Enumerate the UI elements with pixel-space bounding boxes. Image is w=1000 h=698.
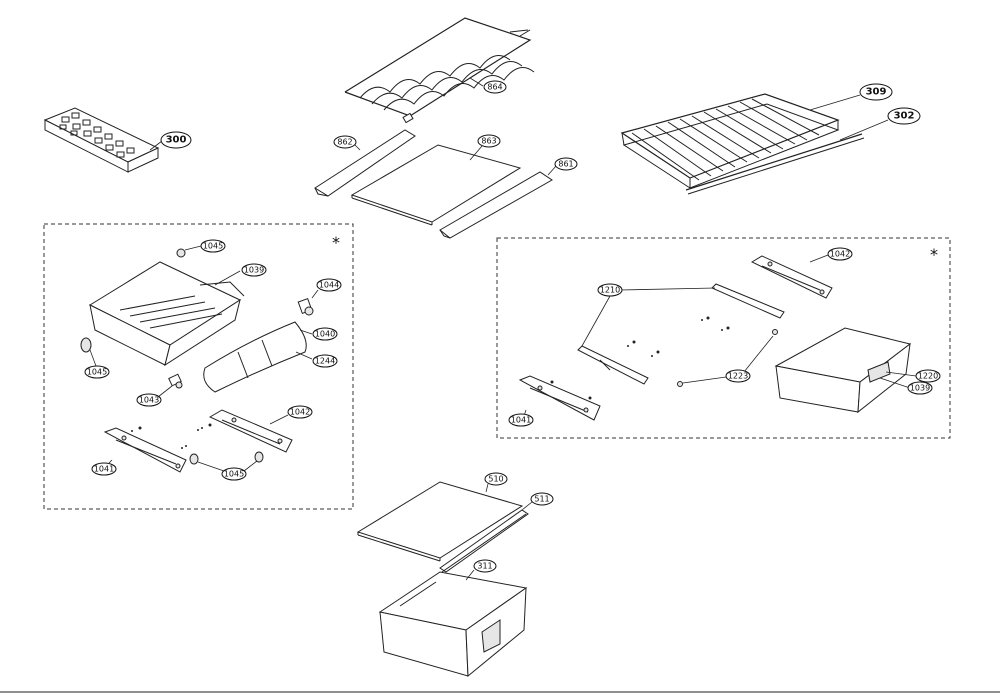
svg-text:300: 300	[166, 135, 187, 146]
wine-rack	[344, 17, 535, 117]
svg-text:1045: 1045	[224, 470, 244, 479]
svg-text:302: 302	[894, 111, 915, 122]
drawer-rail-left-left-box	[103, 427, 187, 473]
svg-text:1210: 1210	[600, 286, 620, 295]
svg-text:309: 309	[866, 87, 887, 98]
washer-1045-bottom-a	[189, 453, 199, 465]
svg-text:1042: 1042	[290, 408, 310, 417]
crisper-drawer-right	[774, 327, 912, 414]
callout-1039-right: 1039	[907, 381, 933, 395]
callout-302: 302	[887, 107, 921, 125]
callout-1040: 1040	[312, 327, 338, 341]
slider-knob	[168, 373, 183, 389]
shelf-trim-left	[314, 112, 416, 197]
callout-300: 300	[160, 131, 192, 149]
rail-screws-b	[131, 426, 187, 449]
washer-1045-left	[80, 337, 92, 353]
svg-text:311: 311	[477, 562, 492, 571]
svg-text:1041: 1041	[511, 416, 531, 425]
callout-862: 862	[333, 135, 357, 149]
svg-text:1042: 1042	[830, 250, 850, 259]
svg-text:511: 511	[534, 495, 549, 504]
callout-511: 511	[530, 492, 554, 506]
shelf-rail	[685, 133, 865, 195]
callout-1039: 1039	[241, 263, 267, 277]
shelf-trim-right	[439, 171, 553, 239]
glass-shelf-panel	[350, 144, 522, 226]
right-assembly-box	[496, 237, 951, 439]
callout-1045-left: 1045	[84, 365, 110, 379]
svg-text:510: 510	[488, 475, 503, 484]
slide-rail-upper	[711, 283, 785, 319]
drawer-rail-left-right-box	[518, 375, 601, 421]
callout-1044: 1044	[316, 278, 342, 292]
svg-text:1041: 1041	[94, 465, 114, 474]
wire-shelf	[620, 93, 840, 189]
callout-1223: 1223	[725, 369, 751, 383]
svg-text:863: 863	[481, 137, 496, 146]
svg-text:864: 864	[487, 83, 502, 92]
crisper-glass-panel	[356, 481, 524, 562]
humidity-knob	[297, 298, 314, 316]
washer-1045-top	[176, 248, 186, 258]
svg-text:1223: 1223	[728, 372, 748, 381]
crisper-cover-curved	[203, 321, 307, 393]
callout-311: 311	[473, 559, 497, 573]
svg-text:1039: 1039	[244, 266, 264, 275]
right-asterisk: *	[930, 245, 938, 264]
callout-1041-right: 1041	[508, 413, 534, 427]
callout-1045-bottom: 1045	[221, 467, 247, 481]
callout-1042-left: 1042	[287, 405, 313, 419]
callout-863: 863	[477, 134, 501, 148]
crisper-trim-strip	[439, 509, 529, 573]
callout-1043: 1043	[136, 393, 162, 407]
ice-tray	[43, 107, 160, 173]
svg-text:1040: 1040	[315, 330, 335, 339]
rail-screws-a	[197, 423, 212, 431]
drawer-rail-right-right-box	[750, 255, 833, 299]
svg-text:1045: 1045	[87, 368, 107, 377]
callout-1210: 1210	[597, 283, 623, 297]
left-assembly-box	[43, 223, 354, 510]
svg-text:862: 862	[337, 138, 352, 147]
svg-text:1039: 1039	[910, 384, 930, 393]
svg-text:1220: 1220	[918, 372, 938, 381]
callout-864: 864	[483, 80, 507, 94]
slide-rail-lower	[577, 345, 649, 385]
callout-1045-top: 1045	[200, 239, 226, 253]
crisper-drawer-left	[88, 261, 245, 367]
fastener-1223-a	[772, 329, 778, 335]
left-asterisk: *	[332, 233, 340, 252]
callout-1220: 1220	[915, 369, 941, 383]
washer-1045-bottom-b	[254, 451, 264, 463]
drawer-rail-right-left-box	[208, 409, 293, 453]
svg-text:1244: 1244	[315, 357, 335, 366]
fastener-1223-b	[677, 381, 683, 387]
crisper-bin	[378, 571, 528, 678]
svg-text:861: 861	[558, 160, 573, 169]
callout-510: 510	[484, 472, 508, 486]
svg-text:1045: 1045	[203, 242, 223, 251]
callout-309: 309	[859, 83, 893, 101]
svg-text:1044: 1044	[319, 281, 339, 290]
callout-1041-left: 1041	[91, 462, 117, 476]
rail-screws-c	[545, 316, 730, 401]
svg-text:1043: 1043	[139, 396, 159, 405]
callout-1042-right: 1042	[827, 247, 853, 261]
callout-861: 861	[554, 157, 578, 171]
callout-1244: 1244	[312, 354, 338, 368]
